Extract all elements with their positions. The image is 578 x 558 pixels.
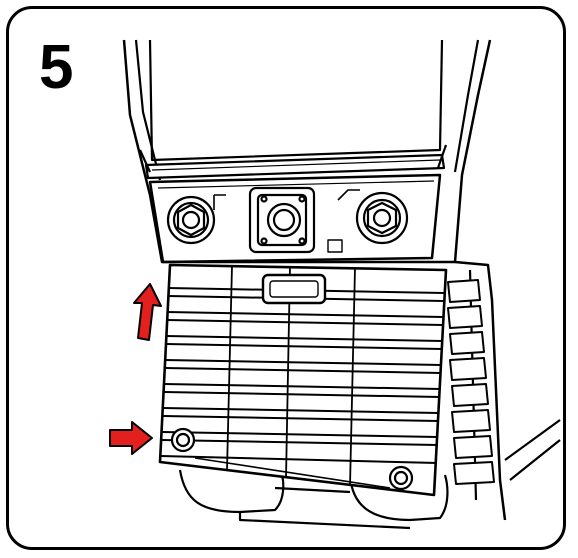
screw-icon [170, 427, 414, 491]
front-grille [158, 263, 448, 497]
arrow-right-icon [109, 421, 153, 455]
machine-body [122, 39, 561, 521]
connector-panel [148, 173, 442, 264]
step-number: 5 [39, 33, 74, 102]
positive-socket-icon [355, 191, 409, 245]
negative-socket-icon [166, 195, 216, 245]
control-socket-icon [248, 186, 343, 254]
arrow-up-icon [133, 283, 162, 341]
side-ribs [447, 279, 495, 485]
display-window [138, 39, 448, 180]
